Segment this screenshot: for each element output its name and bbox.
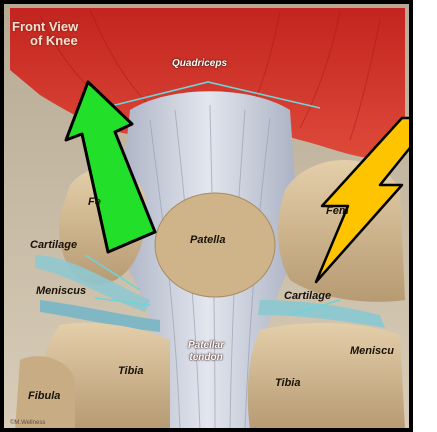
- label-cartilage-left: Cartilage: [30, 239, 77, 251]
- label-fibula: Fibula: [28, 390, 60, 402]
- title-line-1: Front View: [12, 20, 78, 34]
- label-cartilage-right: Cartilage: [284, 290, 331, 302]
- label-quadriceps: Quadriceps: [172, 58, 227, 69]
- title-line-2: of Knee: [12, 34, 78, 48]
- label-meniscus-left: Meniscus: [36, 285, 86, 297]
- label-femur-left: Fe: [88, 196, 101, 208]
- label-femur-right: Fem: [326, 205, 349, 217]
- label-patella: Patella: [190, 234, 225, 246]
- tibia-right-bone: [248, 323, 405, 430]
- label-patellar-tendon: Patellar tendon: [188, 340, 224, 364]
- copyright-text: ©M.Wellness: [10, 420, 45, 426]
- knee-illustration-frame: Front View of Knee Quadriceps Fe Fem Pat…: [0, 0, 413, 432]
- label-meniscus-right: Meniscu: [350, 345, 394, 357]
- label-tibia-right: Tibia: [275, 377, 300, 389]
- label-tibia-left: Tibia: [118, 365, 143, 377]
- label-patellar-tendon-line-1: Patellar: [188, 340, 224, 352]
- diagram-title: Front View of Knee: [12, 20, 78, 48]
- label-patellar-tendon-line-2: tendon: [188, 352, 224, 364]
